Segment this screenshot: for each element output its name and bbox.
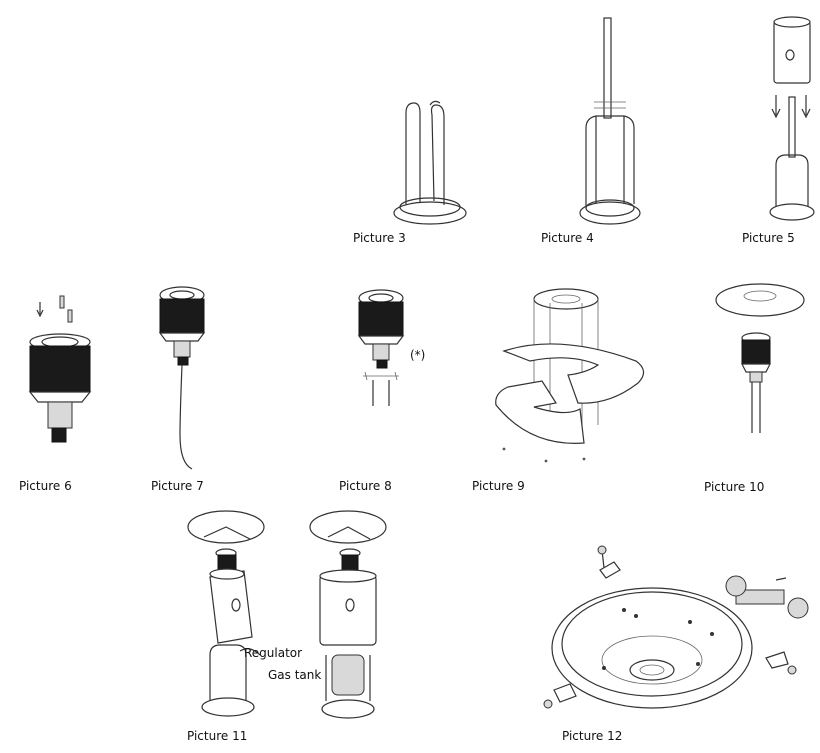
regulator-label: Regulator — [244, 646, 303, 660]
picture-10-caption: Picture 10 — [704, 480, 765, 494]
picture-11-illustration — [187, 510, 387, 719]
picture-7-illustration — [158, 286, 206, 470]
picture-5-illustration — [769, 16, 815, 221]
picture-6-caption: Picture 6 — [19, 479, 72, 493]
picture-6-illustration — [28, 295, 92, 443]
picture-3-caption: Picture 3 — [353, 231, 406, 245]
picture-8-caption: Picture 8 — [339, 479, 392, 493]
picture-3-illustration — [393, 100, 467, 225]
picture-8-illustration — [357, 289, 405, 406]
picture-12-caption: Picture 12 — [562, 729, 623, 743]
picture-9-caption: Picture 9 — [472, 479, 525, 493]
picture-10-illustration — [715, 283, 805, 433]
picture-11-caption: Picture 11 — [187, 729, 248, 743]
picture-12-illustration — [543, 545, 809, 709]
picture-4-caption: Picture 4 — [541, 231, 594, 245]
picture-9-illustration — [495, 288, 645, 463]
picture-5-caption: Picture 5 — [742, 231, 795, 245]
picture-7-caption: Picture 7 — [151, 479, 204, 493]
picture-4-illustration — [579, 17, 641, 225]
picture-8-mark: (*) — [410, 348, 426, 362]
gas-tank-label: Gas tank — [268, 668, 322, 682]
